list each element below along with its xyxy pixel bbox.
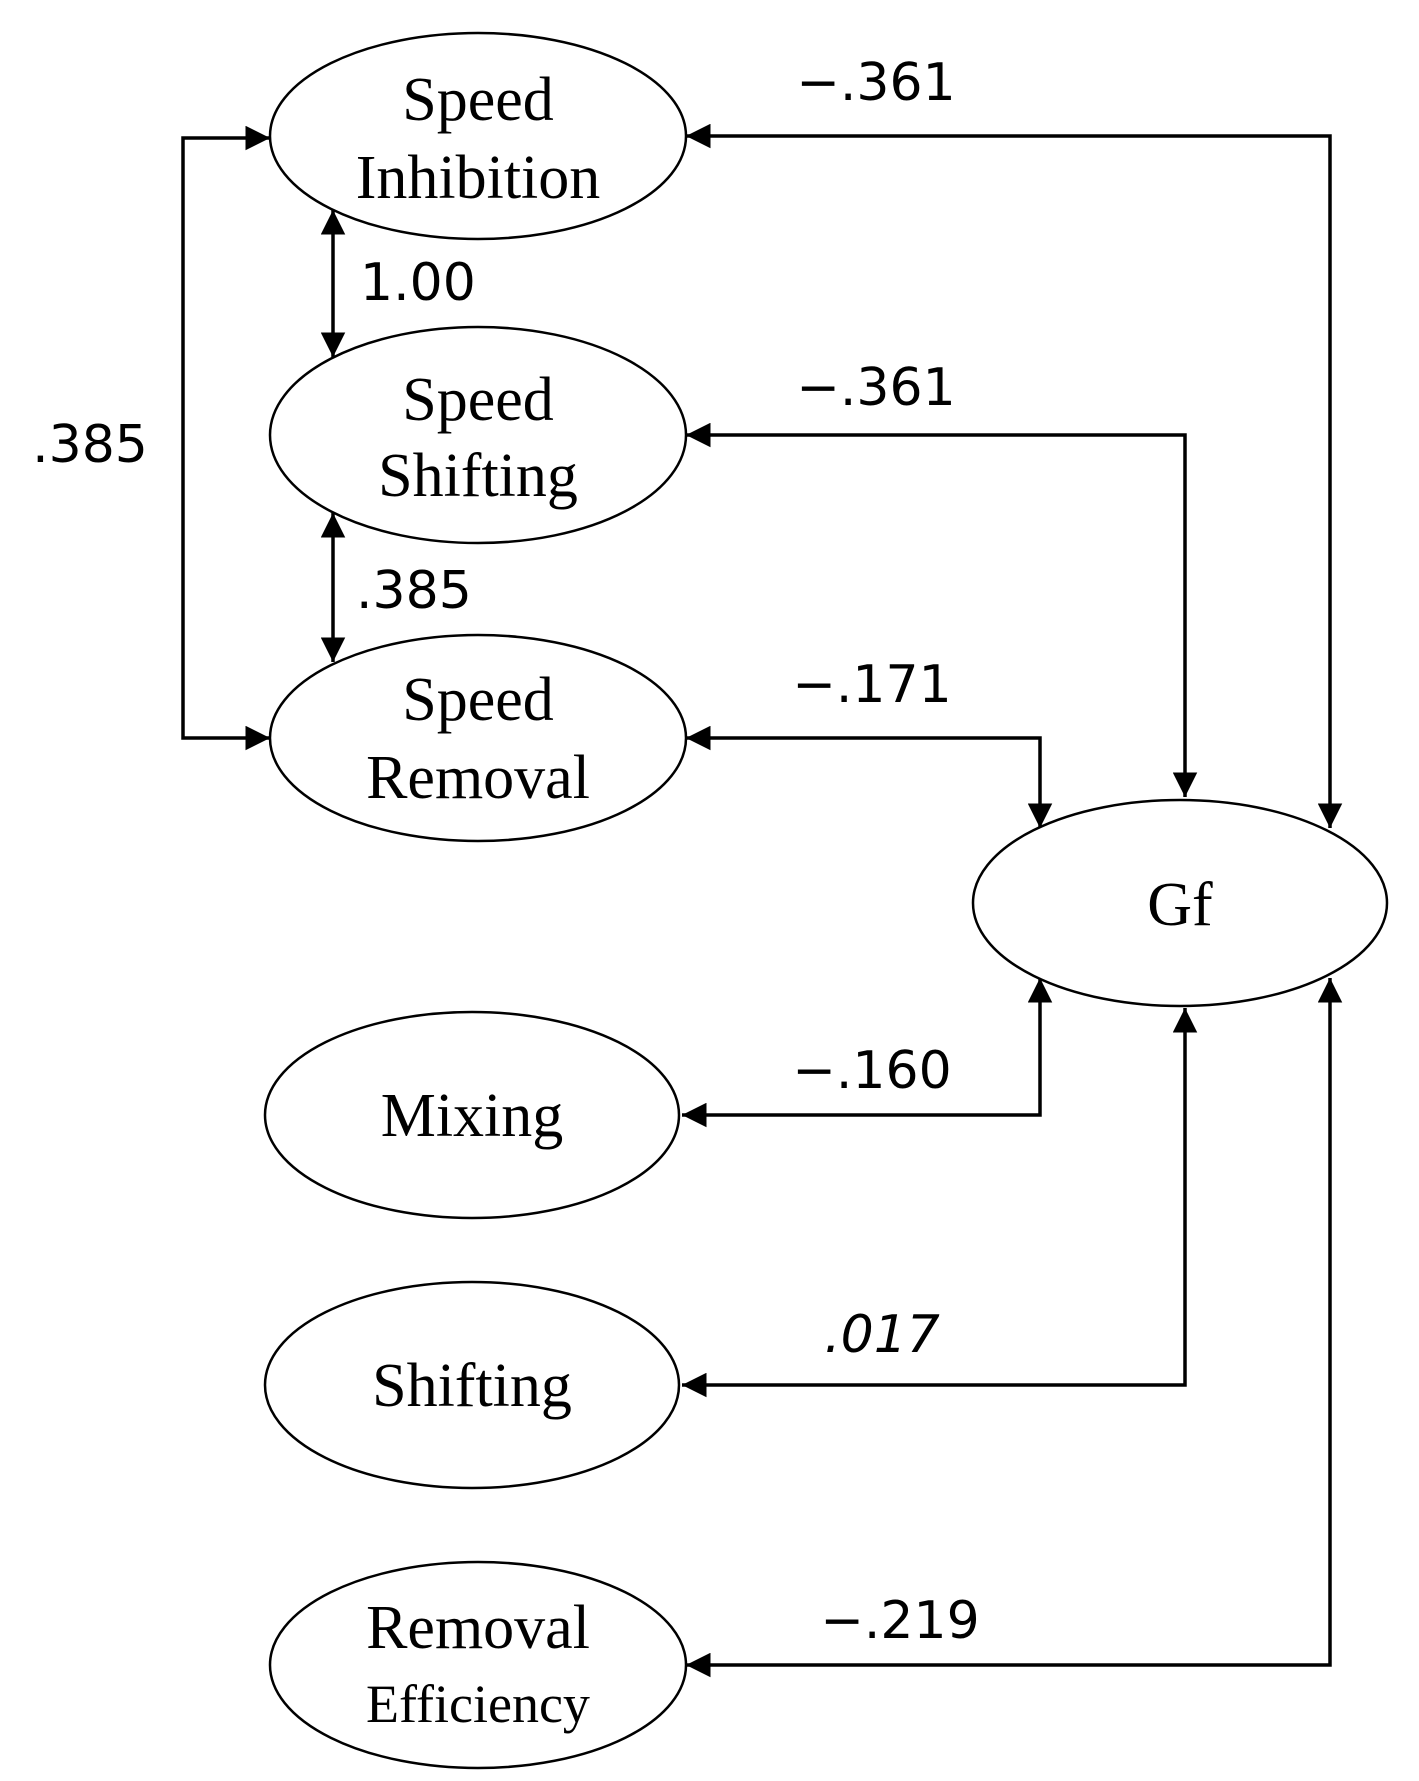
node-speed-removal-ellipse: [268, 633, 688, 843]
node-speed-inhibition: Speed Inhibition: [268, 31, 688, 241]
node-shifting: Shifting: [263, 1280, 681, 1490]
edge-labels: .385 1.00 .385 −.361 −.361 −.171 −.160 .…: [32, 53, 980, 1651]
label-speed-shifting-speed-removal: .385: [356, 561, 472, 621]
node-speed-shifting: Speed Shifting: [268, 325, 688, 545]
node-shifting-ellipse: [263, 1280, 681, 1490]
node-speed-shifting-ellipse: [268, 325, 688, 545]
node-speed-inhibition-line-1: Speed: [402, 66, 554, 134]
node-gf-ellipse: [971, 798, 1389, 1008]
nodes: Speed Inhibition Speed Shifting Speed Re…: [263, 31, 1389, 1770]
node-gf: Gf: [971, 798, 1389, 1008]
edge-speed-inhibition-gf: [686, 123, 1343, 828]
node-speed-shifting-line-2: Shifting: [378, 442, 578, 510]
node-mixing: Mixing: [263, 1010, 681, 1220]
edge-removal-efficiency-gf: [686, 978, 1343, 1678]
node-shifting-label: Shifting: [372, 1352, 572, 1420]
node-speed-inhibition-ellipse: [268, 31, 688, 241]
node-removal-efficiency-ellipse: [268, 1560, 688, 1770]
node-removal-efficiency: Removal Efficiency: [268, 1560, 688, 1770]
node-speed-removal-line-1: Speed: [402, 666, 554, 734]
edge-speed-inhibition-speed-removal: [181, 125, 270, 751]
node-speed-shifting-line-1: Speed: [402, 366, 554, 434]
node-removal-efficiency-line-2: Efficiency: [366, 1674, 590, 1734]
label-mixing-gf: −.160: [792, 1041, 951, 1101]
label-speed-inhibition-speed-shifting: 1.00: [360, 253, 476, 313]
label-speed-removal-gf: −.171: [792, 655, 951, 715]
node-mixing-ellipse: [263, 1010, 681, 1220]
edge-speed-shifting-gf: [686, 422, 1198, 797]
node-removal-efficiency-line-1: Removal: [366, 1594, 590, 1662]
node-mixing-label: Mixing: [381, 1082, 564, 1150]
node-speed-removal: Speed Removal: [268, 633, 688, 843]
node-gf-label: Gf: [1147, 871, 1213, 939]
node-speed-inhibition-line-2: Inhibition: [356, 144, 601, 212]
label-speed-inhibition-gf: −.361: [796, 53, 955, 113]
node-speed-removal-line-2: Removal: [366, 744, 590, 812]
label-removal-efficiency-gf: −.219: [820, 1591, 979, 1651]
label-speed-shifting-gf: −.361: [796, 358, 955, 418]
label-speed-inhibition-speed-removal: .385: [32, 415, 148, 475]
label-shifting-gf: .017: [824, 1305, 940, 1365]
edges: [181, 123, 1343, 1678]
edge-speed-removal-gf: [686, 725, 1053, 828]
